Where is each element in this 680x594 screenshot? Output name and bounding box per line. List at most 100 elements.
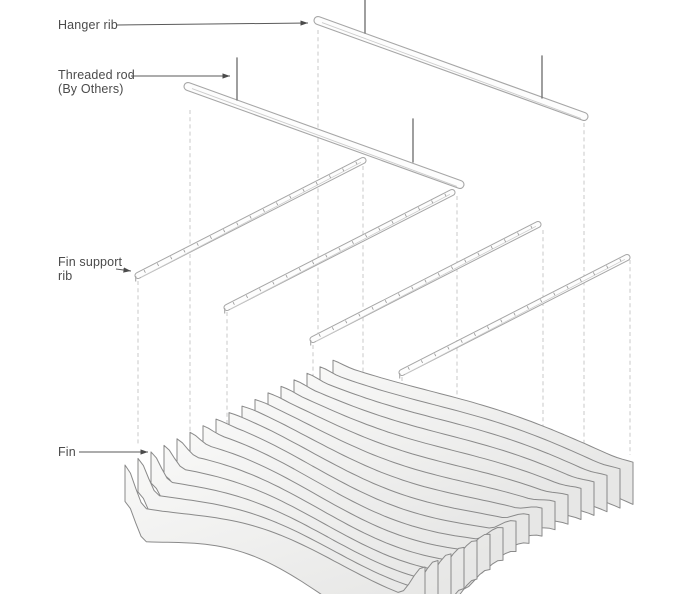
support-rib-notch-tick xyxy=(404,213,407,217)
fin-support-ribs-group xyxy=(134,157,631,379)
support-rib-notch-tick xyxy=(328,175,332,179)
support-rib-notch-tick xyxy=(619,258,622,262)
hanger-rib-edge-line xyxy=(321,22,582,119)
support-rib-body xyxy=(399,255,630,375)
support-rib-notch-tick xyxy=(477,252,480,256)
support-rib-notch-tick xyxy=(464,259,467,263)
support-rib-notch-tick xyxy=(289,195,292,199)
support-rib-notch-tick xyxy=(331,327,334,331)
support-rib-notch-tick xyxy=(526,305,529,310)
hanger-rib-2 xyxy=(183,82,465,189)
support-rib-notch-tick xyxy=(355,161,358,165)
support-rib-edge-line xyxy=(140,161,362,278)
threaded-rod-label: Threaded rod (By Others) xyxy=(58,68,135,96)
fin-support-rib-2 xyxy=(223,189,456,314)
support-rib-notch-tick xyxy=(384,300,387,304)
support-rib-notch-tick xyxy=(298,268,301,272)
fin-label: Fin xyxy=(58,445,76,459)
hanger-rib-1 xyxy=(313,16,589,121)
fin-support-rib-3 xyxy=(309,221,542,346)
support-rib-notch-tick xyxy=(223,229,226,233)
support-rib-notch-tick xyxy=(398,293,401,297)
support-rib-notch-tick xyxy=(170,256,173,260)
support-rib-notch-tick xyxy=(325,254,328,258)
support-rib-notch-tick xyxy=(434,353,437,357)
support-rib-notch-tick xyxy=(513,312,516,316)
fin-label-text: Fin xyxy=(58,445,76,459)
support-rib-notch-tick xyxy=(196,242,199,246)
fin-stack-group xyxy=(124,359,634,594)
fin-support-rib-label: Fin support rib xyxy=(58,255,122,283)
support-rib-notch-tick xyxy=(209,236,212,240)
support-rib-notch-tick xyxy=(553,292,556,296)
support-rib-notch-tick xyxy=(351,240,354,245)
support-rib-notch-tick xyxy=(345,320,348,324)
support-rib-notch-tick xyxy=(312,261,315,265)
support-rib-notch-tick xyxy=(365,234,368,238)
support-rib-notch-tick xyxy=(490,245,493,249)
fin-support-rib-label-line2: rib xyxy=(58,269,73,283)
hanger-ribs-group xyxy=(183,16,589,189)
threaded-rods-group xyxy=(236,0,543,163)
support-rib-notch-tick xyxy=(566,285,569,289)
leader-lines-group xyxy=(79,20,309,455)
support-rib-notch-tick xyxy=(606,265,609,269)
support-rib-notch-tick xyxy=(487,326,490,330)
support-rib-notch-tick xyxy=(245,295,248,299)
support-rib-notch-tick xyxy=(447,346,450,350)
support-rib-notch-tick xyxy=(579,278,582,282)
support-rib-notch-tick xyxy=(391,220,394,224)
support-rib-notch-tick xyxy=(417,207,421,211)
support-rib-notch-tick xyxy=(371,306,374,310)
support-rib-notch-tick xyxy=(592,272,596,276)
fin-support-rib-4 xyxy=(398,254,631,379)
support-rib-notch-tick xyxy=(276,202,279,206)
support-rib-notch-tick xyxy=(315,181,318,185)
support-rib-notch-tick xyxy=(451,266,454,270)
support-rib-notch-tick xyxy=(530,225,533,229)
hanger-rib-edge-line xyxy=(191,88,458,187)
hanger-rib-label-text: Hanger rib xyxy=(58,18,118,32)
support-rib-notch-tick xyxy=(285,274,288,278)
support-rib-notch-tick xyxy=(358,313,361,317)
support-rib-notch-tick xyxy=(460,339,463,343)
support-rib-body xyxy=(224,190,455,310)
support-rib-notch-tick xyxy=(473,333,476,337)
support-rib-notch-tick xyxy=(378,227,381,231)
hanger-rib-label: Hanger rib xyxy=(58,18,118,32)
support-rib-notch-tick xyxy=(407,366,410,370)
support-rib-notch-tick xyxy=(262,208,265,213)
fin-panel-1 xyxy=(124,464,426,594)
fin-support-rib-1 xyxy=(134,157,367,282)
support-rib-notch-tick xyxy=(183,249,186,253)
support-rib-notch-tick xyxy=(232,301,235,305)
support-rib-notch-tick xyxy=(236,222,239,226)
support-rib-notch-tick xyxy=(437,272,440,277)
support-rib-notch-tick xyxy=(342,168,345,172)
support-rib-notch-tick xyxy=(540,299,543,303)
fin-support-rib-label-line1: Fin support xyxy=(58,255,123,269)
support-rib-edge-line xyxy=(404,258,626,375)
support-rib-notch-tick xyxy=(431,200,434,204)
support-rib-notch-tick xyxy=(143,269,146,273)
support-rib-notch-tick xyxy=(500,319,503,323)
support-rib-notch-tick xyxy=(411,286,414,290)
hanger-rib-body xyxy=(314,17,588,120)
support-rib-notch-tick xyxy=(272,281,275,285)
support-rib-notch-tick xyxy=(444,193,447,197)
hanger-rib-leader-line xyxy=(116,20,309,26)
support-rib-notch-tick xyxy=(249,215,252,219)
support-rib-notch-tick xyxy=(156,263,159,267)
support-rib-notch-tick xyxy=(259,288,262,292)
support-rib-notch-tick xyxy=(302,188,305,192)
support-rib-edge-line xyxy=(315,225,537,342)
support-rib-notch-tick xyxy=(318,333,321,337)
fin-support-rib-leader-line xyxy=(115,267,132,273)
support-rib-notch-tick xyxy=(420,360,423,364)
support-rib-notch-tick xyxy=(517,232,520,236)
support-rib-notch-tick xyxy=(503,239,507,243)
support-rib-body xyxy=(135,158,366,278)
support-rib-body xyxy=(310,222,541,342)
